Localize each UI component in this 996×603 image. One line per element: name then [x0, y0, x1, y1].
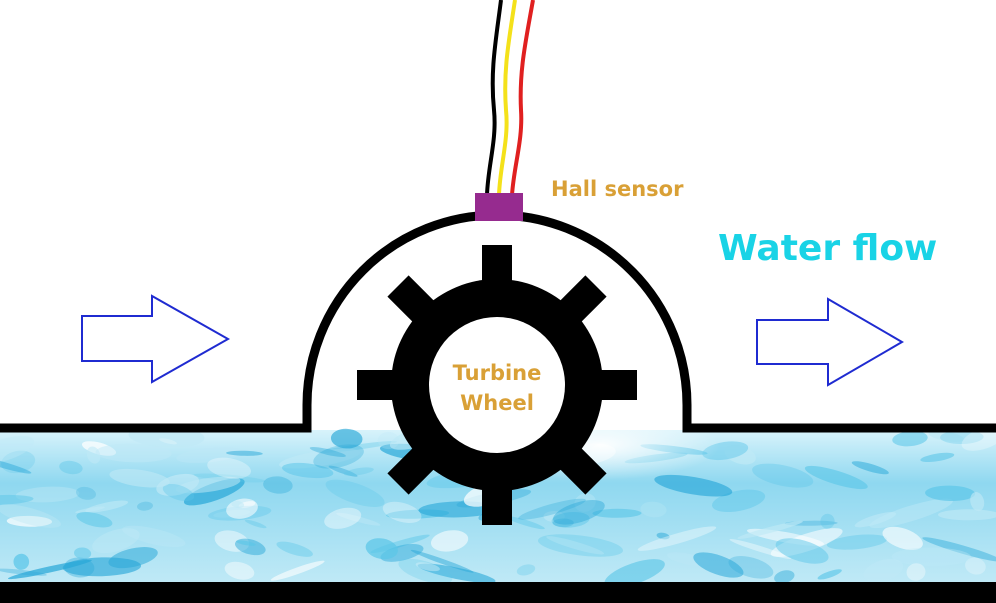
sensor-wires: [485, 0, 535, 196]
bottom-border: [0, 582, 996, 603]
water-flow-label: Water flow: [718, 228, 937, 269]
gear-icon: [357, 245, 637, 525]
arrow-right-icon: [756, 297, 904, 387]
turbine-wheel-label-line1: Turbine: [453, 361, 542, 385]
arrow-right-icon: [81, 294, 231, 384]
wire-black: [485, 0, 503, 196]
hall-sensor: [475, 193, 523, 221]
wire-yellow: [497, 0, 517, 196]
turbine-wheel-label-line2: Wheel: [460, 391, 534, 415]
hall-sensor-label: Hall sensor: [551, 177, 684, 201]
wire-red: [510, 0, 535, 196]
water-texture: [0, 410, 996, 588]
